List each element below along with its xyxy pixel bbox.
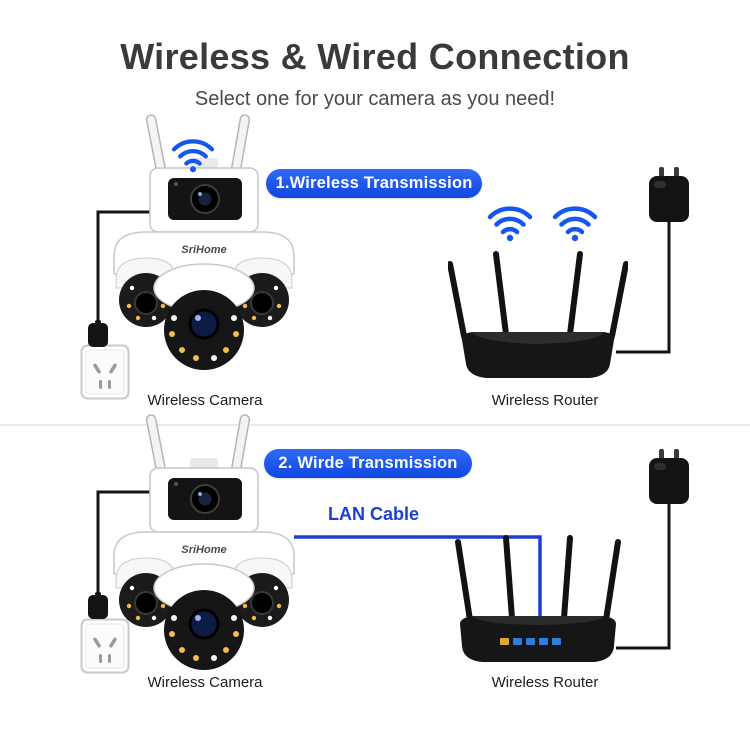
camera-label-1: Wireless Camera — [147, 392, 263, 409]
wireless-transmission-badge: 1.Wireless Transmission — [266, 169, 482, 198]
power-adapter-1 — [646, 166, 692, 224]
wifi-icon-router-right — [551, 204, 599, 242]
power-adapter-2 — [646, 448, 692, 506]
router-power-cable-2 — [616, 504, 671, 650]
wired-badge-label: 2. Wirde Transmission — [278, 454, 458, 472]
router-power-cable-1 — [616, 222, 671, 354]
router-label-1: Wireless Router — [491, 392, 599, 409]
camera-power-cable-2 — [96, 490, 150, 602]
page-subtitle: Select one for your camera as you need! — [194, 88, 556, 110]
camera-power-cable-1 — [96, 210, 150, 330]
router-label-2: Wireless Router — [491, 674, 599, 691]
lan-cable-label: LAN Cable — [328, 504, 420, 524]
wireless-router-illustration-2 — [448, 534, 628, 669]
wired-transmission-badge: 2. Wirde Transmission — [264, 449, 472, 478]
wifi-icon-router-left — [486, 204, 534, 242]
section-divider — [0, 424, 750, 426]
wifi-icon-camera — [170, 137, 216, 173]
page-title: Wireless & Wired Connection — [120, 36, 630, 77]
camera-label-2: Wireless Camera — [147, 674, 263, 691]
lan-cable-line — [294, 535, 542, 632]
wireless-camera-illustration-2 — [102, 412, 302, 677]
wireless-router-illustration-1 — [448, 248, 628, 388]
wireless-badge-label: 1.Wireless Transmission — [275, 174, 473, 192]
